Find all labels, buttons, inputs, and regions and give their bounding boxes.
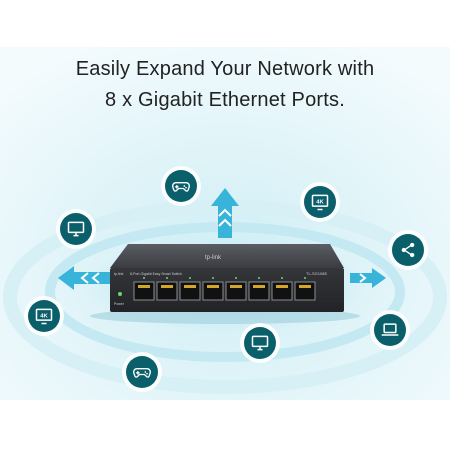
share-icon	[392, 234, 424, 266]
monitor-icon	[60, 213, 92, 245]
arrow-right-icon	[350, 268, 386, 288]
laptop-icon	[374, 314, 406, 346]
monitor-icon	[244, 327, 276, 359]
tv-4k-label: 4K	[40, 314, 48, 320]
gamepad-icon	[165, 170, 197, 202]
tv-4k-label: 4K	[316, 200, 324, 206]
headline-line-2: 8 x Gigabit Ethernet Ports.	[105, 89, 345, 111]
4k-tv-icon: 4K	[304, 186, 336, 218]
arrow-left-icon	[58, 266, 112, 290]
gamepad-icon	[126, 356, 158, 388]
headline-line-1: Easily Expand Your Network with	[75, 58, 375, 80]
4k-tv-icon: 4K	[28, 300, 60, 332]
arrow-up-icon	[211, 188, 239, 238]
